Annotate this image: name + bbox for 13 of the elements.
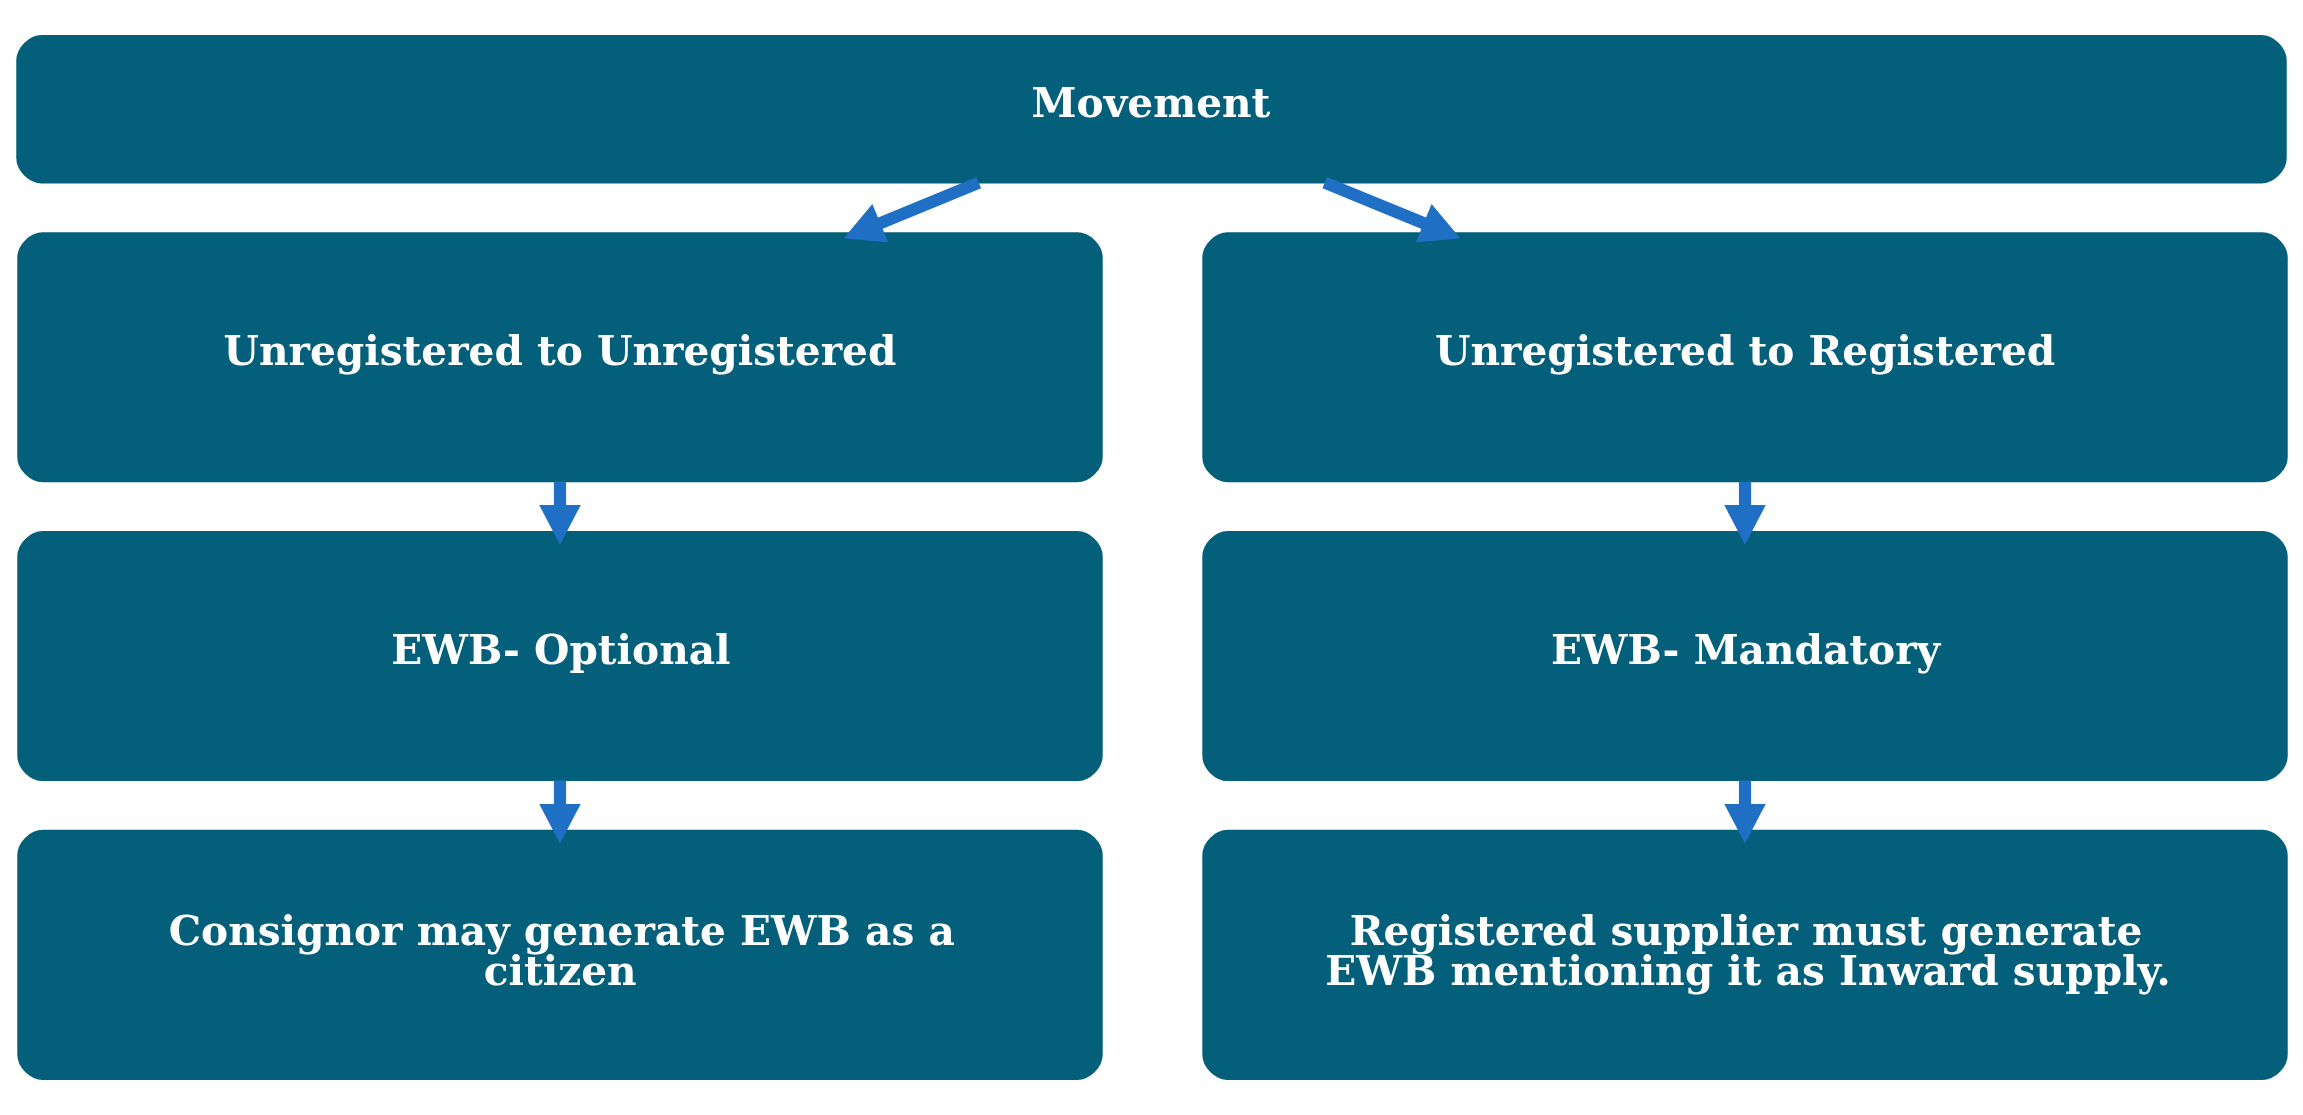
arrow bbox=[843, 176, 981, 243]
node-box: EWB- Optional bbox=[16, 531, 1103, 782]
node-box: Consignor may generate EWB as a citizen bbox=[16, 829, 1103, 1080]
arrow bbox=[1321, 176, 1460, 243]
arrow bbox=[1723, 780, 1766, 844]
arrow bbox=[1723, 481, 1766, 545]
node-box: Registered supplier must generate EWB mentioning it as Inward supply. bbox=[1201, 829, 2288, 1080]
node-box: EWB- Mandatory bbox=[1201, 531, 2288, 782]
node-box: Movement bbox=[15, 35, 2287, 184]
arrow bbox=[538, 481, 581, 545]
arrow bbox=[538, 780, 581, 844]
node-box: Unregistered to Unregistered bbox=[16, 232, 1103, 483]
node-box: Unregistered to Registered bbox=[1201, 232, 2288, 483]
